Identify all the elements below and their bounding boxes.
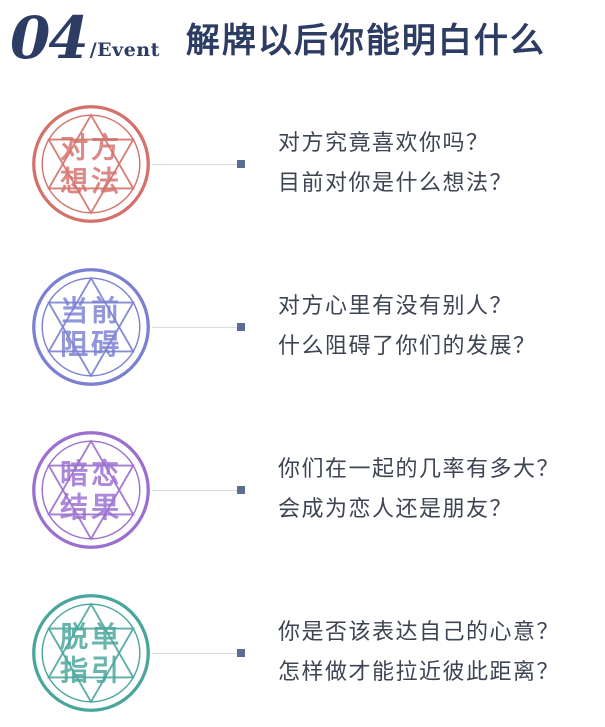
seal-badge: 当前 阻碍 bbox=[30, 266, 152, 388]
connector-dot bbox=[237, 160, 245, 168]
connector-dot bbox=[237, 649, 245, 657]
hexagram-seal-icon: 暗恋 结果 bbox=[32, 431, 150, 549]
question-line: 会成为恋人还是朋友？ bbox=[278, 497, 514, 522]
section-tag-label: Event bbox=[97, 39, 160, 61]
reading-items-list: 对方 想法 对方究竟喜欢你吗？ 目前对你是什么想法？ 当前 阻碍 对方心里有没有… bbox=[0, 103, 605, 714]
badge-label-line1: 暗恋 bbox=[60, 457, 122, 490]
section-header: 04 /Event 解牌以后你能明白什么 bbox=[0, 0, 605, 72]
section-number: 04 bbox=[10, 3, 89, 72]
reading-item-row: 当前 阻碍 对方心里有没有别人？ 什么阻碍了你们的发展？ bbox=[30, 266, 605, 388]
question-block: 你是否该表达自己的心意？ 怎样做才能拉近彼此距离？ bbox=[278, 613, 560, 693]
hexagram-seal-icon: 脱单 指引 bbox=[32, 594, 150, 712]
badge-label-line1: 当前 bbox=[60, 294, 122, 327]
question-block: 对方心里有没有别人？ 什么阻碍了你们的发展？ bbox=[278, 287, 537, 367]
question-line: 怎样做才能拉近彼此距离？ bbox=[278, 660, 561, 685]
badge-label-line1: 对方 bbox=[60, 131, 122, 164]
badge-label-line1: 脱单 bbox=[60, 620, 122, 653]
reading-item-row: 暗恋 结果 你们在一起的几率有多大？ 会成为恋人还是朋友？ bbox=[30, 429, 605, 551]
question-line: 你是否该表达自己的心意？ bbox=[278, 620, 561, 645]
question-line: 什么阻碍了你们的发展？ bbox=[278, 334, 537, 359]
question-line: 你们在一起的几率有多大？ bbox=[278, 457, 561, 482]
badge-label-line2: 想法 bbox=[60, 165, 122, 198]
connector-dot bbox=[237, 486, 245, 494]
section-tag: /Event bbox=[90, 39, 160, 66]
hexagram-seal-icon: 对方 想法 bbox=[32, 105, 150, 223]
section-title: 解牌以后你能明白什么 bbox=[185, 21, 546, 61]
seal-badge: 对方 想法 bbox=[30, 103, 152, 225]
question-line: 目前对你是什么想法？ bbox=[278, 171, 514, 196]
connector-line bbox=[152, 652, 237, 654]
hexagram-seal-icon: 当前 阻碍 bbox=[32, 268, 150, 386]
question-line: 对方心里有没有别人？ bbox=[278, 294, 514, 319]
connector-line bbox=[152, 326, 237, 328]
badge-label-line2: 阻碍 bbox=[60, 328, 122, 361]
connector-line bbox=[152, 163, 237, 165]
reading-item-row: 脱单 指引 你是否该表达自己的心意？ 怎样做才能拉近彼此距离？ bbox=[30, 592, 605, 714]
badge-label-line2: 结果 bbox=[60, 491, 122, 524]
slash-separator: / bbox=[89, 39, 98, 61]
connector-line bbox=[152, 489, 237, 491]
question-block: 你们在一起的几率有多大？ 会成为恋人还是朋友？ bbox=[278, 450, 560, 530]
question-line: 对方究竟喜欢你吗？ bbox=[278, 131, 490, 156]
seal-badge: 脱单 指引 bbox=[30, 592, 152, 714]
badge-label-line2: 指引 bbox=[60, 654, 122, 687]
question-block: 对方究竟喜欢你吗？ 目前对你是什么想法？ bbox=[278, 124, 513, 204]
connector-dot bbox=[237, 323, 245, 331]
seal-badge: 暗恋 结果 bbox=[30, 429, 152, 551]
reading-item-row: 对方 想法 对方究竟喜欢你吗？ 目前对你是什么想法？ bbox=[30, 103, 605, 225]
